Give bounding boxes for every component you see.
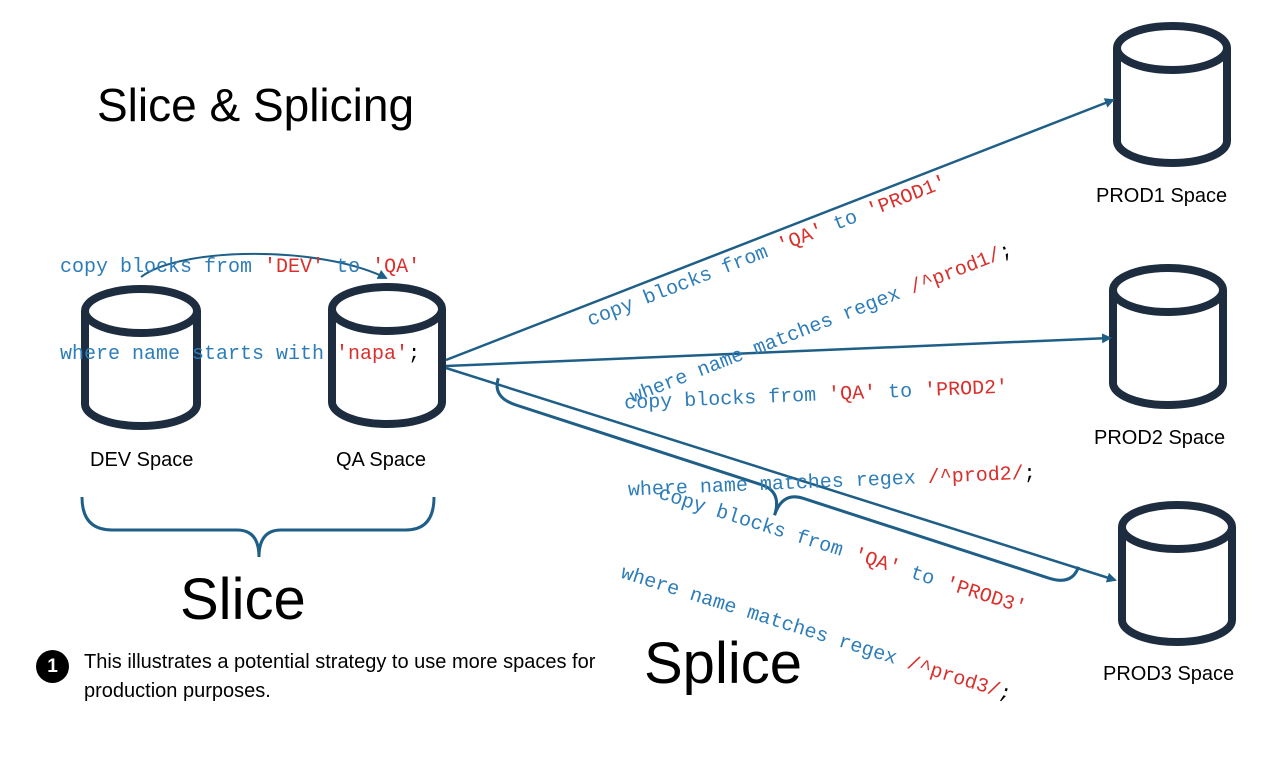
pattern-string: /^prod3/ bbox=[904, 652, 1003, 704]
source-space-string: 'QA' bbox=[774, 219, 828, 259]
dev-to-qa-command: copy blocks from 'DEV' to 'QA' where nam… bbox=[60, 195, 420, 427]
command-text: where name starts with bbox=[60, 343, 337, 366]
pattern-string: 'napa' bbox=[336, 343, 409, 366]
source-space-string: 'QA' bbox=[827, 382, 877, 408]
prod2-space-cylinder-icon bbox=[1109, 264, 1227, 409]
qa-to-prod2-arrow bbox=[445, 333, 1112, 368]
footnote-text: This illustrates a potential strategy to… bbox=[84, 651, 596, 702]
dev-to-qa-command-line2: where name starts with 'napa'; bbox=[60, 340, 420, 369]
command-text: to bbox=[895, 558, 949, 595]
target-space-string: 'QA' bbox=[372, 256, 421, 279]
page-title: Slice & Splicing bbox=[97, 79, 415, 131]
qa-to-prod2-command-line1: copy blocks from 'QA' to 'PROD2' bbox=[624, 373, 1033, 419]
target-space-string: 'PROD3' bbox=[941, 573, 1029, 621]
prod1-space-cylinder-icon bbox=[1113, 22, 1231, 167]
command-terminator: ; bbox=[1023, 462, 1037, 486]
command-text: copy blocks from bbox=[655, 482, 858, 567]
source-space-string: 'DEV' bbox=[264, 256, 325, 279]
dev-space-label: DEV Space bbox=[90, 449, 194, 471]
command-text: copy blocks from bbox=[584, 236, 783, 333]
diagram-graphics bbox=[80, 22, 1236, 646]
command-text: to bbox=[819, 202, 873, 241]
command-terminator: ; bbox=[408, 343, 421, 366]
target-space-string: 'PROD2' bbox=[923, 376, 1009, 404]
dev-to-qa-arrow bbox=[140, 252, 388, 279]
command-text: copy blocks from bbox=[60, 256, 265, 279]
qa-space-cylinder-icon bbox=[328, 283, 446, 428]
diagram-canvas: Slice & Splicing DEV Space QA Space PROD… bbox=[36, 22, 1236, 707]
splice-brace bbox=[495, 377, 1080, 582]
dev-to-qa-command-line1: copy blocks from 'DEV' to 'QA' bbox=[60, 253, 420, 282]
qa-to-prod3-arrow bbox=[445, 366, 1117, 583]
pattern-string: /^prod2/ bbox=[927, 462, 1025, 490]
prod3-space-cylinder-icon bbox=[1118, 501, 1236, 646]
slice-label: Slice bbox=[180, 567, 306, 632]
prod2-space-label: PROD2 Space bbox=[1094, 427, 1226, 449]
prod3-space-label: PROD3 Space bbox=[1103, 663, 1235, 685]
command-text: to bbox=[324, 256, 373, 279]
source-space-string: 'QA' bbox=[850, 544, 903, 581]
pattern-string: /^prod1/ bbox=[906, 243, 1005, 301]
dev-space-cylinder-icon bbox=[81, 285, 201, 430]
command-text: copy blocks from bbox=[623, 384, 829, 416]
target-space-string: 'PROD1' bbox=[863, 171, 951, 224]
qa-space-label: QA Space bbox=[336, 449, 427, 471]
qa-to-prod1-arrow bbox=[445, 98, 1115, 362]
slice-brace bbox=[80, 496, 436, 558]
prod1-space-label: PROD1 Space bbox=[1096, 185, 1228, 207]
command-text: to bbox=[875, 380, 925, 406]
splice-label: Splice bbox=[644, 631, 802, 696]
footnote-number-badge: 1 bbox=[36, 650, 69, 683]
